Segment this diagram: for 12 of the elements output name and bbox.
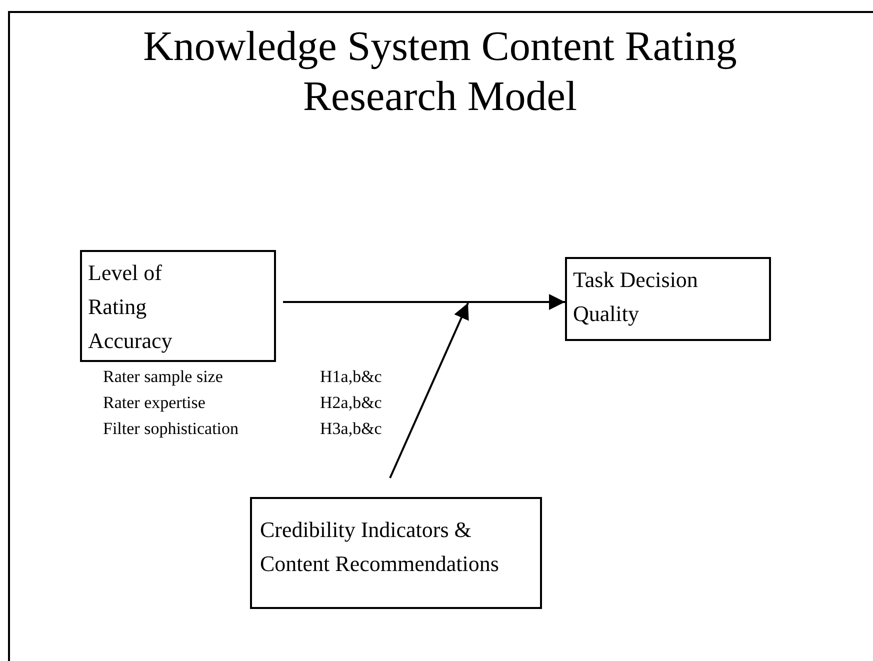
factor-label: Filter sophistication [103,418,239,440]
factor-label: Rater sample size [103,366,223,388]
hypothesis-label: H1a,b&c [320,366,382,388]
arrow [389,302,469,478]
text-box: Task Decision Quality [565,257,771,341]
slide-title: Knowledge System Content Rating Research Model [142,23,738,122]
text-box: Level of Rating Accuracy [80,250,276,362]
hypothesis-label: H3a,b&c [320,418,382,440]
arrow [283,294,565,310]
hypothesis-label: H2a,b&c [320,392,382,414]
text-box: Credibility Indicators & Content Recommendations [250,497,542,609]
factor-label: Rater expertise [103,392,206,414]
